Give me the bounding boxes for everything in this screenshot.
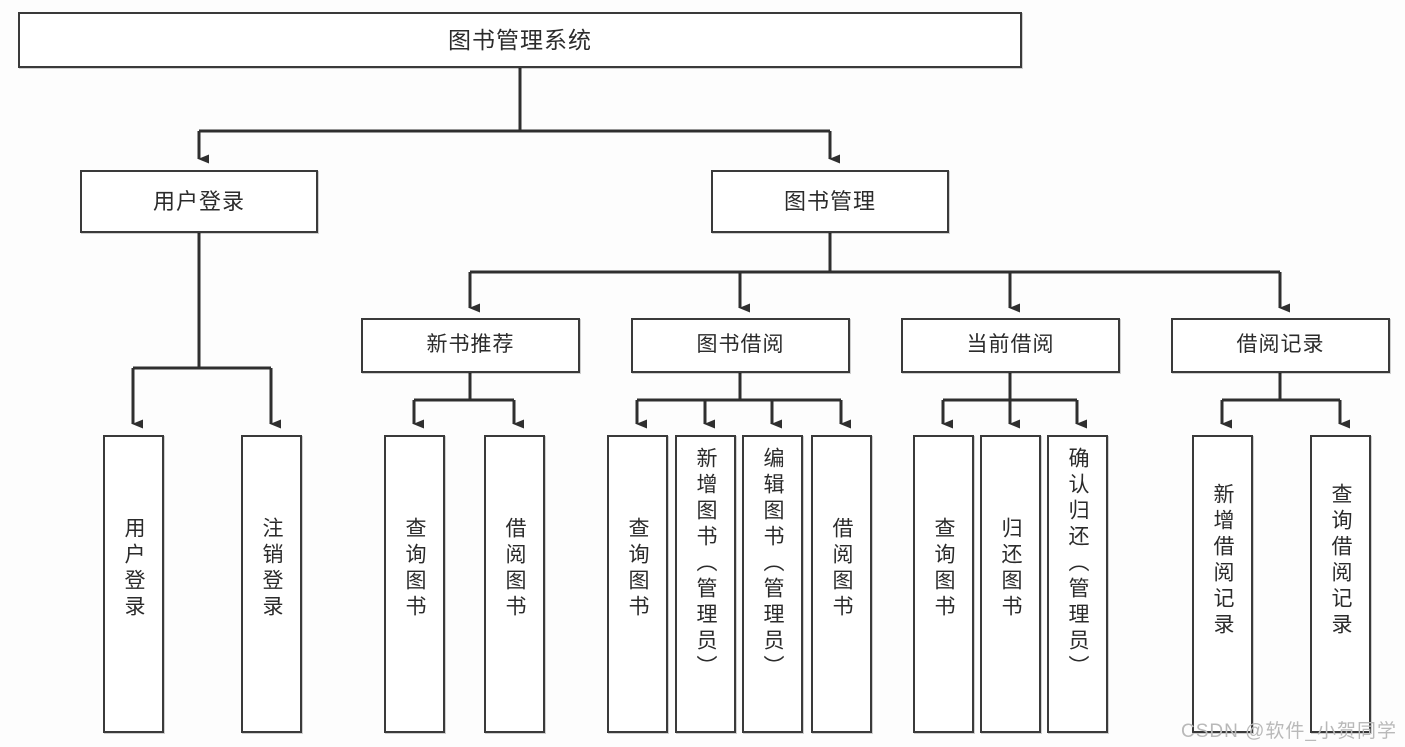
node-label: 确认归还（管理员） [1066,447,1089,681]
node-label: 新增图书（管理员） [694,447,717,681]
leaf-record-query-record[interactable]: 查询借阅记录 [1310,435,1371,733]
node-label: 注销登录 [260,517,283,621]
node-label: 图书管理系统 [448,26,592,53]
leaf-borrow-add-book-admin[interactable]: 新增图书（管理员） [675,435,736,733]
node-label: 查询图书 [403,517,426,621]
csdn-watermark: CSDN @软件_小贺同学 [1181,721,1397,742]
node-label: 用户登录 [122,517,145,621]
node-book-borrow[interactable]: 图书借阅 [631,318,850,373]
leaf-borrow-query-book[interactable]: 查询图书 [607,435,668,733]
leaf-current-confirm-return-admin[interactable]: 确认归还（管理员） [1047,435,1108,733]
node-label: 图书管理 [783,188,876,214]
node-label: 借阅记录 [1236,333,1325,357]
leaf-user-login-signin[interactable]: 用户登录 [103,435,164,733]
leaf-borrow-edit-book-admin[interactable]: 编辑图书（管理员） [742,435,803,733]
leaf-recommend-borrow-book[interactable]: 借阅图书 [484,435,545,733]
node-label: 查询图书 [626,517,649,621]
node-label: 当前借阅 [966,333,1055,357]
node-new-book-recommend[interactable]: 新书推荐 [361,318,580,373]
leaf-user-login-signout[interactable]: 注销登录 [241,435,302,733]
node-user-login[interactable]: 用户登录 [80,170,318,233]
node-label: 新增借阅记录 [1211,483,1234,639]
leaf-record-add-record[interactable]: 新增借阅记录 [1192,435,1253,733]
leaf-current-query-book[interactable]: 查询图书 [913,435,974,733]
node-label: 查询借阅记录 [1329,483,1352,639]
node-label: 编辑图书（管理员） [761,447,784,681]
leaf-borrow-borrow-book[interactable]: 借阅图书 [811,435,872,733]
node-book-management[interactable]: 图书管理 [711,170,949,233]
node-label: 新书推荐 [426,333,515,357]
leaf-current-return-book[interactable]: 归还图书 [980,435,1041,733]
node-current-borrow[interactable]: 当前借阅 [901,318,1120,373]
node-label: 归还图书 [999,517,1022,621]
node-label: 图书借阅 [696,333,785,357]
node-label: 用户登录 [152,188,245,214]
node-root-system[interactable]: 图书管理系统 [18,12,1022,68]
node-label: 借阅图书 [830,517,853,621]
node-label: 查询图书 [932,517,955,621]
node-borrow-record[interactable]: 借阅记录 [1171,318,1390,373]
node-label: 借阅图书 [503,517,526,621]
leaf-recommend-query-book[interactable]: 查询图书 [384,435,445,733]
